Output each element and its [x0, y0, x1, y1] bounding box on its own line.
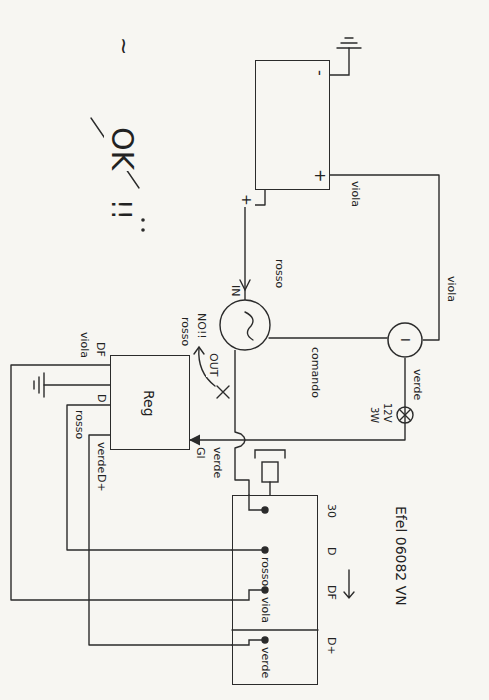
wire-label: D+: [324, 636, 337, 656]
wire-label: viola: [348, 180, 361, 208]
indicator-circle-shape: [388, 323, 422, 357]
plug-bracket: [255, 450, 285, 458]
wire-label: rosso: [72, 409, 85, 440]
wire-connector: [235, 190, 265, 495]
wire-label: comando: [308, 346, 321, 399]
ground-wire: [330, 48, 349, 75]
wire-label: viola: [77, 331, 90, 359]
terminal-d-plus: [262, 637, 268, 643]
dot-mark: [141, 218, 145, 222]
wire-label: ~: [112, 36, 137, 56]
node-text: +: [311, 168, 329, 183]
wire-connector: [190, 358, 405, 440]
wire-connector: [11, 365, 232, 600]
cross-mark: [217, 386, 229, 398]
compartment-line: [232, 629, 318, 630]
battery-box: -+: [255, 60, 330, 190]
strike-line: [91, 118, 139, 188]
node-text: rosso: [258, 556, 271, 587]
no-arrowhead: [194, 347, 204, 354]
wire-label: D: [324, 546, 337, 556]
wire-connector: [330, 175, 439, 340]
wire-label: DF: [93, 341, 106, 358]
wire-connector: [67, 405, 232, 550]
terminal-30: [262, 507, 268, 513]
wire-label: Efel 06082 VN: [393, 505, 409, 607]
wire-label: +: [239, 193, 255, 207]
ground-wire: [44, 384, 110, 385]
dynamo-box: rosso viola verde: [232, 495, 318, 685]
wire-label: verde: [94, 441, 107, 474]
direction-arrow: [344, 570, 354, 598]
relay-circle: [220, 300, 270, 350]
terminal-df: [262, 587, 268, 593]
ground-symbol: [337, 38, 361, 48]
indicator-circle: I: [387, 322, 423, 358]
terminal-stubs: [232, 495, 262, 645]
node-text: verde: [258, 646, 271, 679]
wire-label: D+: [94, 473, 107, 493]
wire-label: 12V: [382, 402, 394, 424]
node-text: Reg: [141, 389, 157, 418]
ground-symbol: [34, 373, 44, 397]
wire-label: !!: [105, 198, 135, 221]
wire-label: verde: [410, 368, 423, 401]
dot-mark: [141, 228, 145, 232]
comando-wire: [269, 337, 387, 338]
node-text: I: [398, 337, 413, 343]
regulator-box: Reg: [110, 355, 190, 450]
terminal-d: [262, 547, 268, 553]
plug-component: [262, 462, 278, 482]
wire-label: NO!!: [194, 312, 207, 340]
wire-label: rosso: [272, 258, 285, 289]
wire-label: OUT: [206, 352, 219, 377]
wire-label: DF: [324, 584, 337, 601]
wire-label: verde: [210, 446, 223, 479]
wire-label: 3W: [369, 406, 381, 424]
wire-label: OK: [105, 126, 140, 171]
node-text: viola: [258, 596, 271, 624]
relay-contact: [245, 312, 253, 340]
wire-label: rosso: [178, 316, 191, 347]
plug-wire: [269, 482, 270, 495]
wire-label: viola: [444, 275, 457, 303]
wire-label: D: [94, 393, 107, 403]
wire-label: 30: [324, 503, 337, 519]
wire-label: Gl: [193, 446, 206, 460]
wire-connector: [89, 435, 232, 645]
wire-label: IN: [228, 284, 241, 297]
node-text: -: [311, 69, 329, 77]
